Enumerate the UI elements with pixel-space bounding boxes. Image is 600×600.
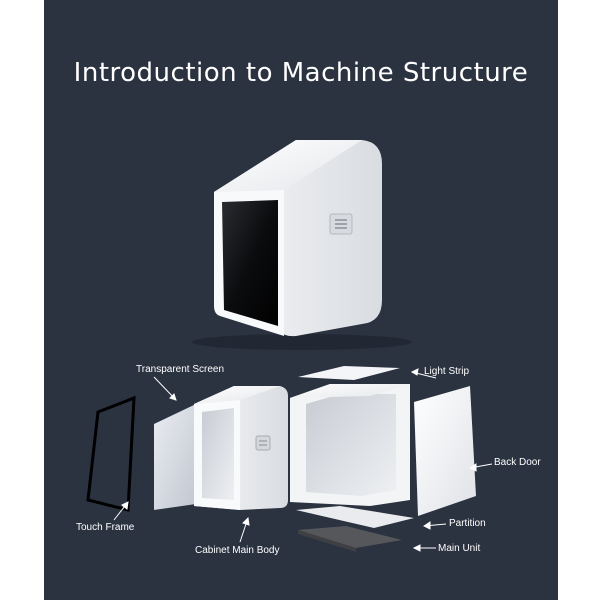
rear-frame-part [290,384,410,506]
leader-arrows [113,368,493,552]
label-partition: Partition [449,518,486,529]
screen [222,200,278,326]
label-touch-frame: Touch Frame [76,522,135,533]
structure-illustration [86,140,493,552]
diagram-title: Introduction to Machine Structure [73,58,529,88]
transparent-screen-part [154,404,196,510]
partition-part [296,506,414,528]
light-strip-part [298,366,400,380]
back-door-part [414,386,476,516]
diagram-panel: Introduction to Machine Structure [44,0,558,600]
assembled-cabinet [192,140,412,350]
label-main-unit: Main Unit [438,543,481,554]
label-cabinet-main-body: Cabinet Main Body [195,545,280,556]
label-back-door: Back Door [494,457,541,468]
touch-frame-part [86,395,136,512]
label-light-strip: Light Strip [424,366,470,377]
main-unit-part [298,526,402,548]
cabinet-main-body-part [194,386,288,510]
label-transparent-screen: Transparent Screen [136,364,225,375]
